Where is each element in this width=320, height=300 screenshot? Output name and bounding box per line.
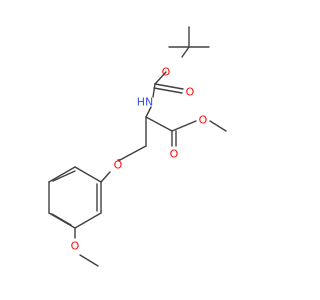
bond-lines — [48, 26, 227, 267]
molecule-structure: O O HN O O O O — [48, 26, 227, 267]
bond-ring-5 — [48, 166, 76, 183]
bond-boc-o-c — [154, 71, 167, 85]
atom-labels: O O HN O O O O — [71, 66, 208, 253]
bond-ring-2 — [74, 212, 102, 229]
bond-o-ring — [100, 171, 111, 183]
bond-ring-6 — [74, 166, 102, 183]
ether-oxygen-label: O — [114, 159, 123, 172]
bond-boc-c-o-double-2 — [153, 87, 183, 94]
bond-ester-c-o-single — [171, 120, 197, 132]
ester-carbonyl-oxygen-label: O — [170, 148, 179, 161]
bond-ch2a-ch2b — [119, 145, 147, 161]
bond-n-calpha — [145, 106, 152, 118]
bond-calpha-esterc — [145, 116, 173, 132]
boc-carbonyl-oxygen-label: O — [186, 86, 195, 99]
boc-ester-oxygen-label: O — [162, 66, 171, 79]
bond-ring-inner-3 — [52, 170, 76, 182]
bond-boc-c-o-double-1 — [154, 83, 184, 90]
methoxy-oxygen-label: O — [71, 240, 80, 253]
amine-nh-label: HN — [137, 96, 154, 109]
bond-ester-o-ch3 — [209, 120, 227, 132]
ester-single-oxygen-label: O — [199, 114, 208, 127]
bond-boc-c-n — [152, 83, 156, 98]
bond-omethoxy-ch3 — [79, 254, 99, 267]
bond-ring-inner-2 — [51, 213, 72, 226]
bond-tbu-4 — [181, 46, 190, 58]
